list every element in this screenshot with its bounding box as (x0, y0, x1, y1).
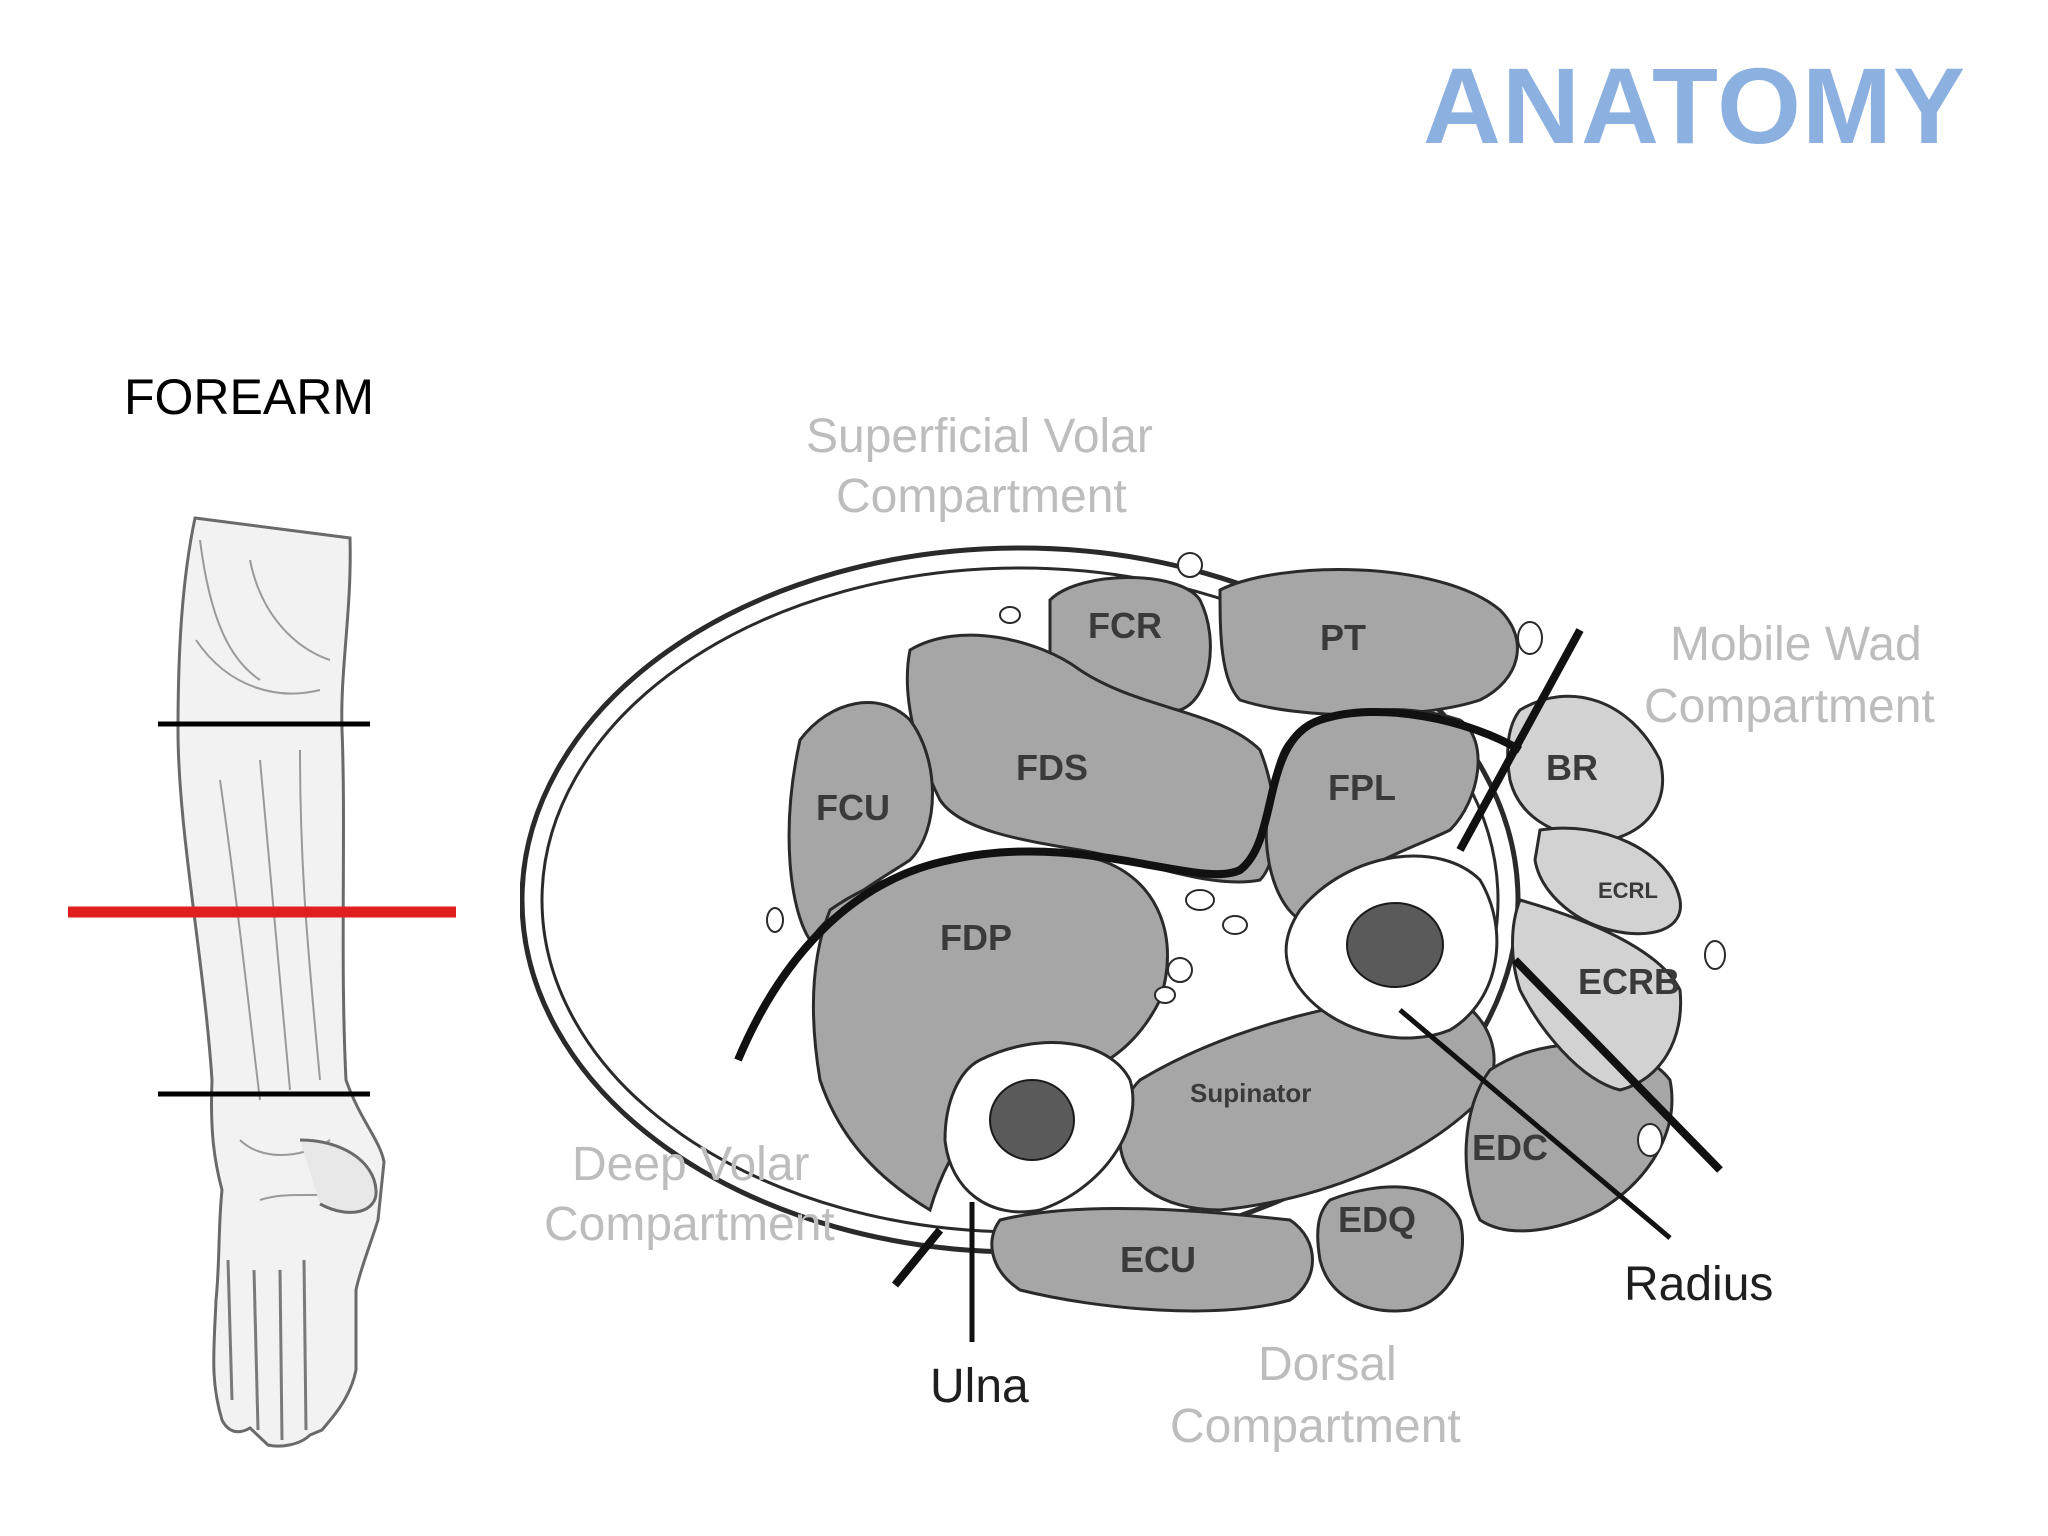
label-fpl: FPL (1328, 767, 1396, 808)
muscle-br (1506, 694, 1665, 842)
label-deep-volar-1: Deep Volar (572, 1138, 810, 1191)
forearm-illustration (68, 516, 456, 1448)
muscle-ecu (990, 1206, 1314, 1313)
label-ulna: Ulna (930, 1360, 1029, 1413)
label-br: BR (1546, 747, 1598, 788)
muscle-edq (1316, 1185, 1465, 1313)
label-mobile-wad-2: Compartment (1644, 680, 1935, 733)
muscle-fds (905, 633, 1277, 884)
label-deep-volar-2: Compartment (544, 1198, 835, 1251)
label-mobile-wad-1: Mobile Wad (1670, 618, 1922, 671)
label-fdp: FDP (940, 917, 1012, 958)
muscle-ecrb (1511, 898, 1683, 1092)
compartment-dividers (734, 628, 1723, 1288)
forearm-cross-section: FCR PT FDS FCU FPL BR FDP ECRL ECRB Supi… (520, 410, 1935, 1453)
slide-title: ANATOMY (1423, 45, 1966, 166)
section-label: FOREARM (124, 369, 374, 425)
radius-marrow (1346, 902, 1444, 988)
ulna-marrow (989, 1079, 1075, 1161)
label-edc: EDC (1472, 1127, 1548, 1168)
label-ecrl: ECRL (1598, 878, 1658, 903)
label-supinator: Supinator (1190, 1078, 1311, 1108)
label-edq: EDQ (1338, 1199, 1416, 1240)
label-fds: FDS (1016, 747, 1088, 788)
label-fcr: FCR (1088, 605, 1162, 646)
label-dorsal-2: Compartment (1170, 1400, 1461, 1453)
muscle-ecrl (1533, 826, 1682, 936)
label-ecu: ECU (1120, 1239, 1196, 1280)
label-dorsal-1: Dorsal (1258, 1338, 1397, 1391)
arm-outline (176, 516, 386, 1448)
label-radius: Radius (1624, 1258, 1773, 1311)
label-pt: PT (1320, 617, 1366, 658)
label-ecrb: ECRB (1578, 961, 1680, 1002)
muscle-fcu (787, 701, 934, 943)
label-superficial-volar-2: Compartment (836, 470, 1127, 523)
label-superficial-volar-1: Superficial Volar (806, 410, 1153, 463)
leader-radius (1398, 1008, 1672, 1240)
muscle-pt (1218, 568, 1519, 717)
label-fcu: FCU (816, 787, 890, 828)
